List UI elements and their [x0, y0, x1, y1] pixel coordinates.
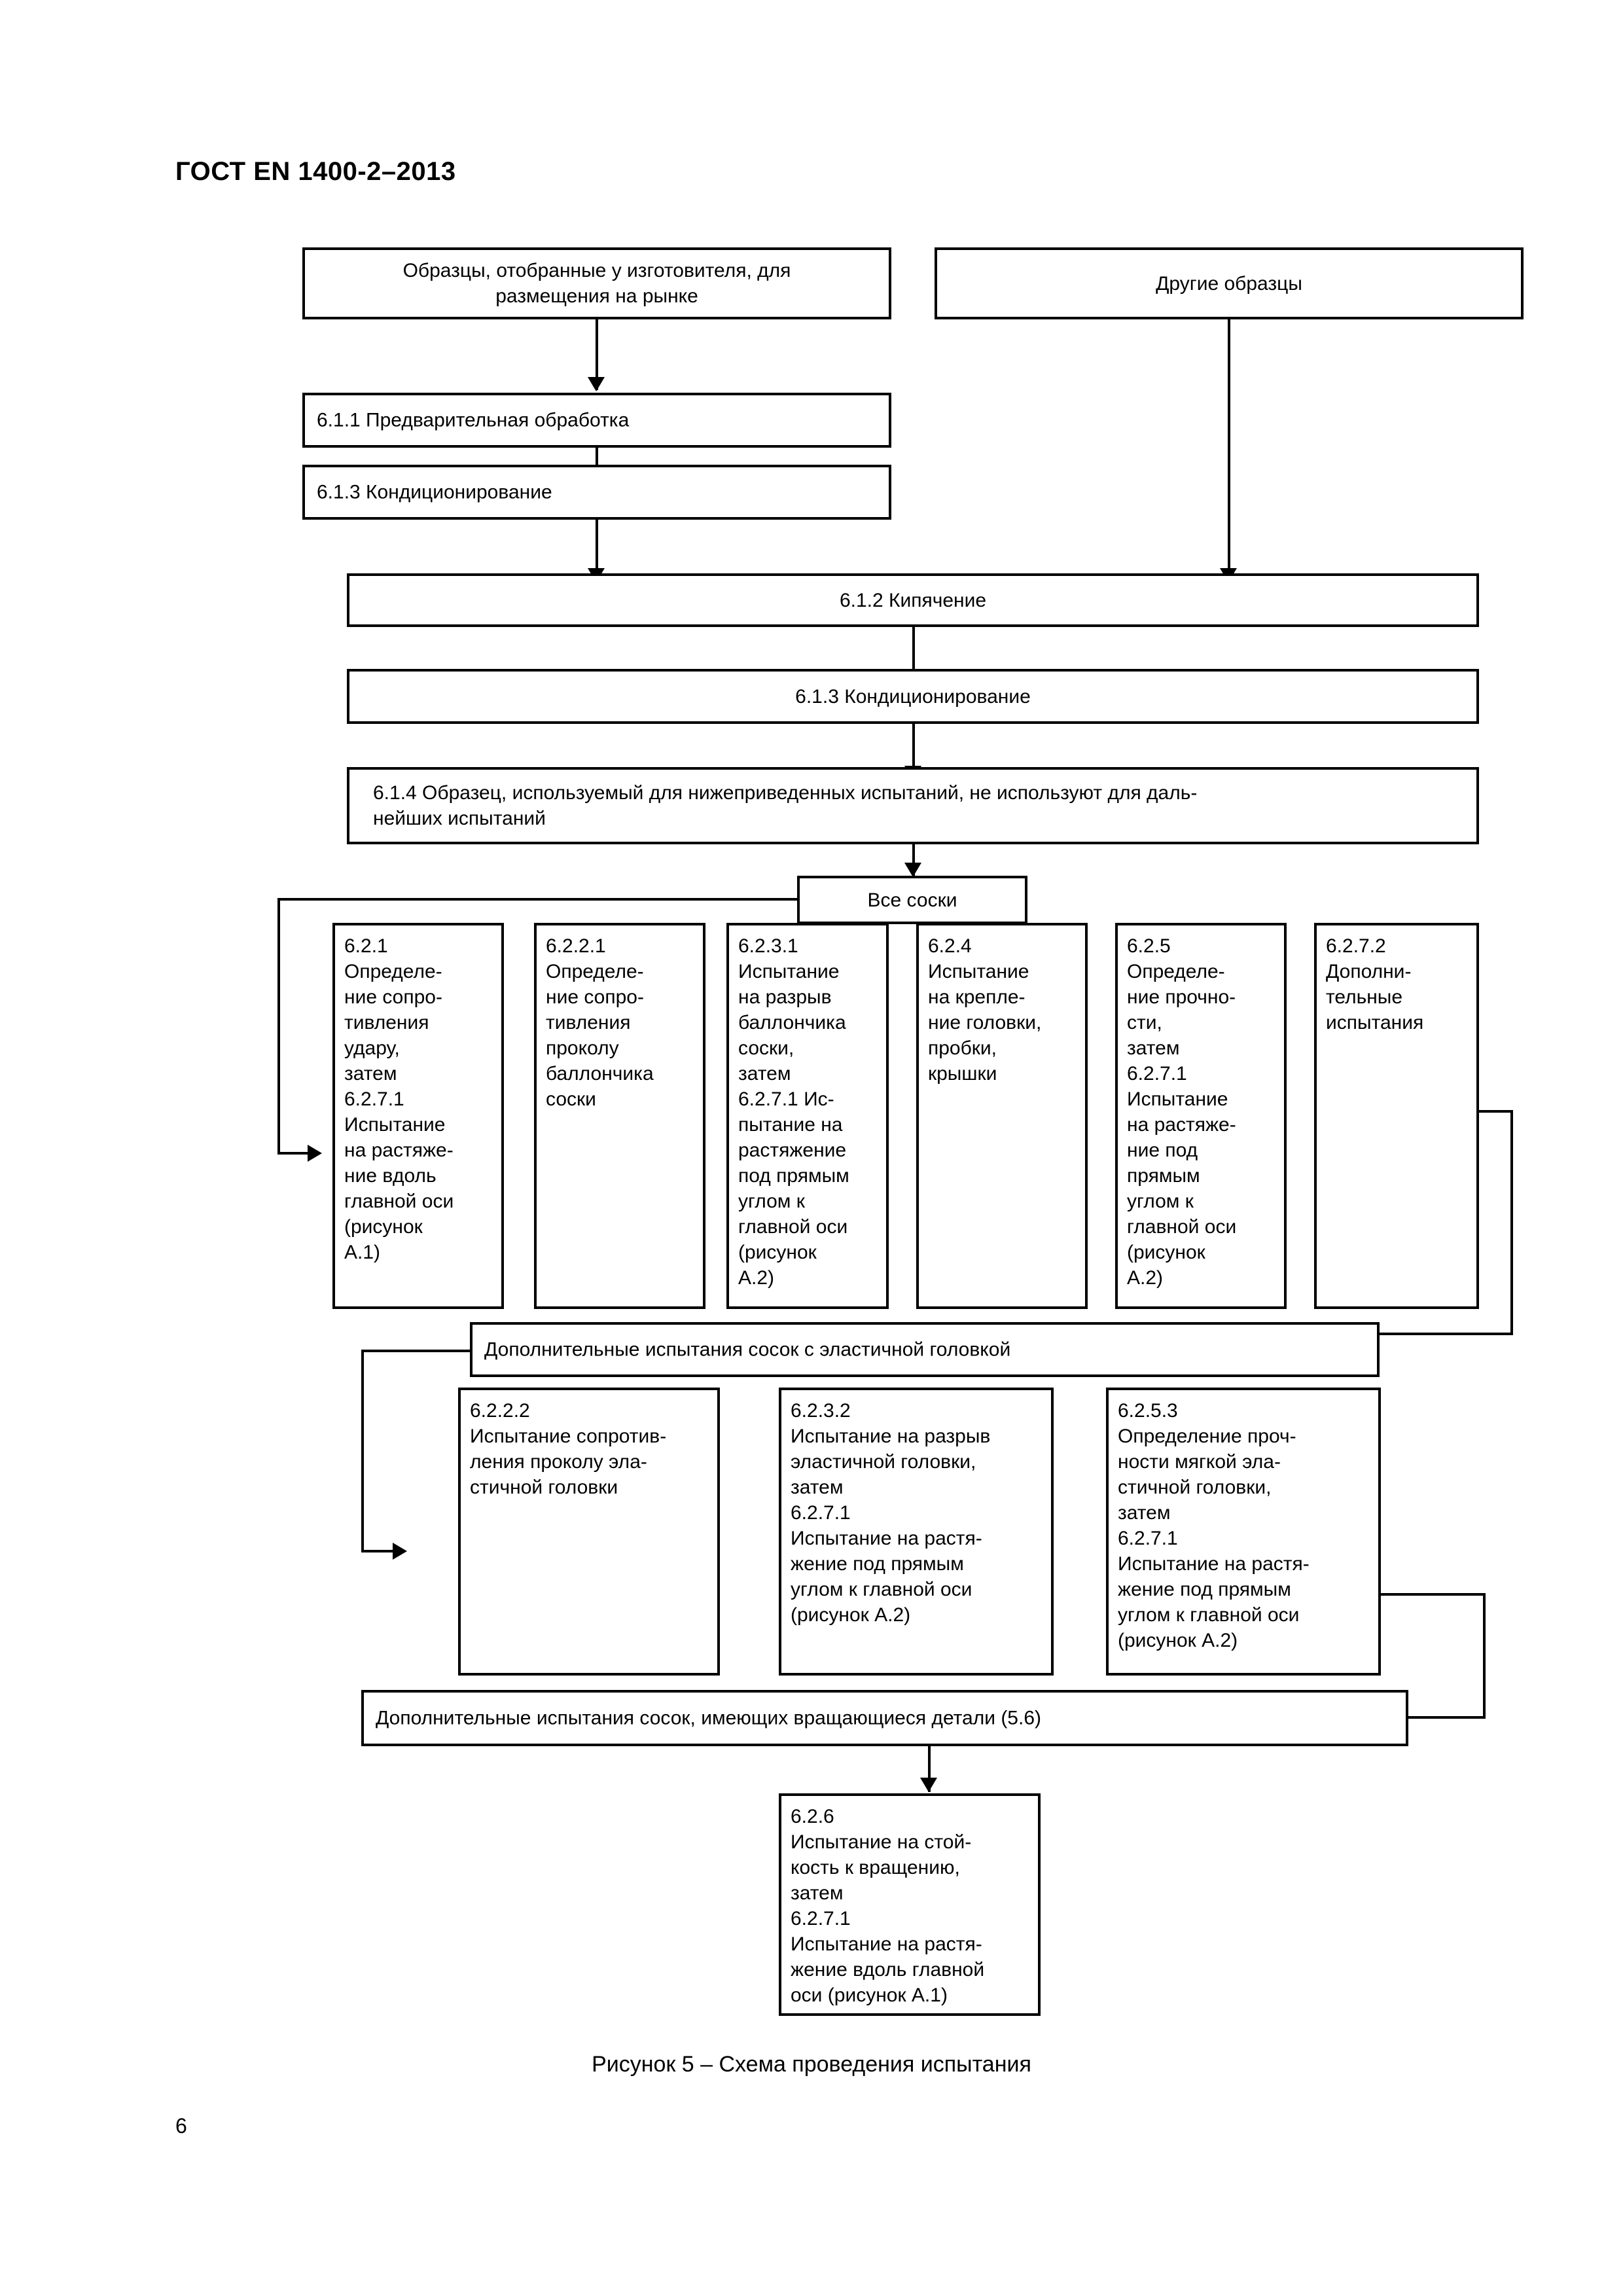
arrow-right-icon: [393, 1543, 407, 1560]
connector-line: [1380, 1333, 1513, 1335]
connector-line: [596, 520, 598, 585]
box-test-6-2-5: 6.2.5 Определе- ние прочно- сти, затем 6…: [1115, 923, 1287, 1309]
box-other-samples: Другие образцы: [935, 247, 1524, 319]
box-conditioning-2: 6.1.3 Кондиционирование: [347, 669, 1479, 724]
box-elastic-head-band: Дополнительные испытания сосок с эластич…: [470, 1322, 1380, 1377]
box-test-6-2-4: 6.2.4 Испытание на крепле- ние головки, …: [916, 923, 1088, 1309]
box-manufacturer-samples: Образцы, отобранные у изготовителя, для …: [302, 247, 891, 319]
connector-line: [928, 1746, 931, 1792]
connector-line: [361, 1350, 364, 1552]
box-test-6-2-2-2: 6.2.2.2 Испытание сопротив- ления прокол…: [458, 1388, 720, 1676]
box-test-6-2-6: 6.2.6 Испытание на стой- кость к вращени…: [779, 1793, 1041, 2016]
arrow-right-icon: [308, 1145, 322, 1162]
arrow-down-icon: [588, 377, 605, 391]
box-conditioning-1: 6.1.3 Кондиционирование: [302, 465, 891, 520]
box-boiling: 6.1.2 Кипячение: [347, 573, 1479, 627]
box-test-6-2-7-2: 6.2.7.2 Дополни- тельные испытания: [1314, 923, 1479, 1309]
box-single-use-note: 6.1.4 Образец, используемый для нижеприв…: [347, 767, 1479, 844]
connector-line: [912, 724, 915, 780]
arrow-down-icon: [904, 863, 921, 877]
connector-line: [1483, 1593, 1486, 1719]
box-test-6-2-1: 6.2.1 Определе- ние сопро- тивления удар…: [332, 923, 504, 1309]
box-test-6-2-3-1: 6.2.3.1 Испытание на разрыв баллончика с…: [726, 923, 889, 1309]
box-rotating-band: Дополнительные испытания сосок, имеющих …: [361, 1690, 1408, 1746]
box-pretreatment: 6.1.1 Предварительная обработка: [302, 393, 891, 448]
connector-line: [1407, 1716, 1486, 1719]
connector-line: [912, 627, 915, 683]
figure-caption: Рисунок 5 – Схема проведения испытания: [592, 2052, 1031, 2077]
connector-line: [277, 898, 798, 901]
connector-line: [277, 1152, 314, 1155]
connector-line: [361, 1550, 398, 1552]
connector-line: [1228, 319, 1230, 585]
page-number: 6: [175, 2114, 187, 2138]
document-header: ГОСТ EN 1400-2–2013: [175, 157, 456, 186]
connector-line: [596, 319, 598, 390]
arrow-down-icon: [920, 1778, 937, 1792]
box-test-6-2-2-1: 6.2.2.1 Определе- ние сопро- тивления пр…: [534, 923, 705, 1309]
box-all-teats: Все соски: [797, 876, 1027, 924]
connector-line: [361, 1350, 471, 1352]
connector-line: [1381, 1593, 1486, 1596]
connector-line: [1510, 1110, 1513, 1335]
box-test-6-2-3-2: 6.2.3.2 Испытание на разрыв эластичной г…: [779, 1388, 1054, 1676]
box-test-6-2-5-3: 6.2.5.3 Определение проч- ности мягкой э…: [1106, 1388, 1381, 1676]
connector-line: [277, 898, 280, 1155]
connector-line: [1479, 1110, 1513, 1113]
